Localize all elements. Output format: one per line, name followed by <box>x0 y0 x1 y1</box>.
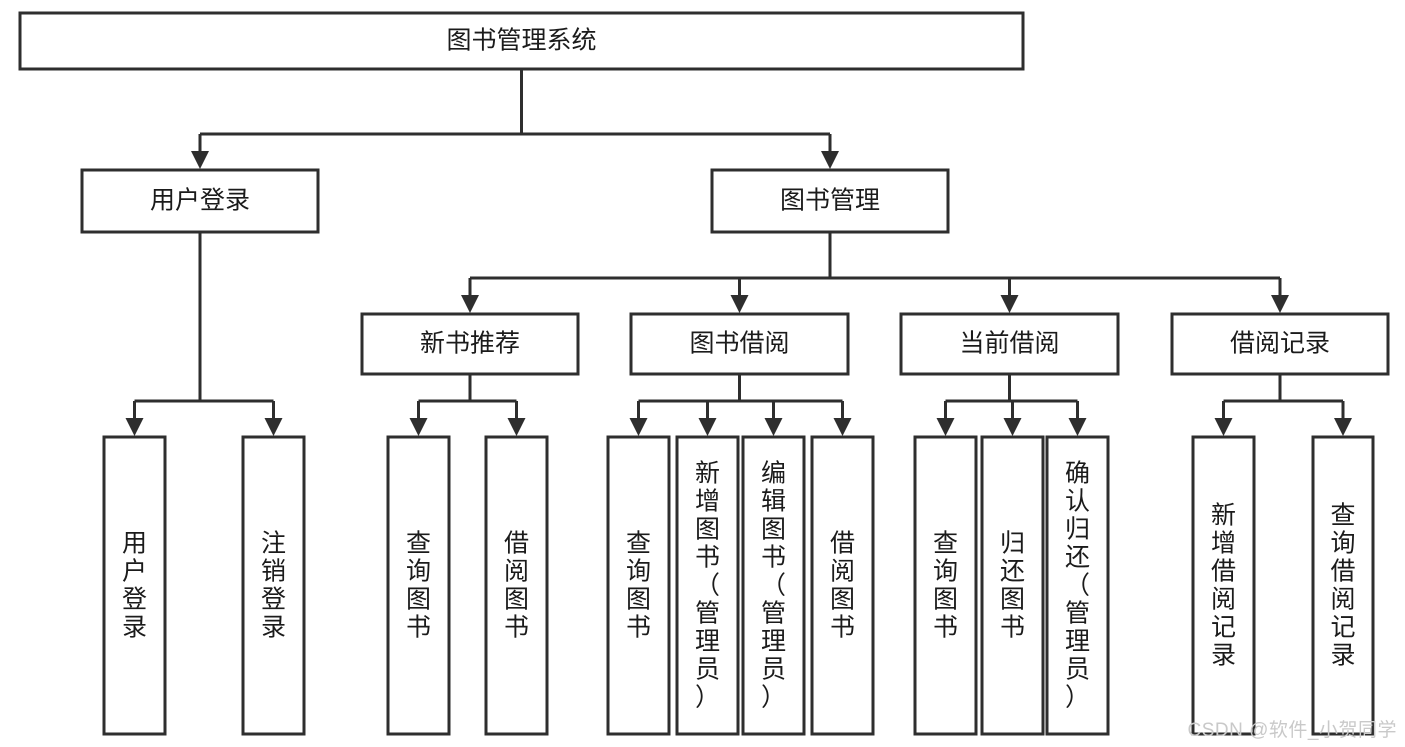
node-label-new-book-recommend: 新书推荐 <box>420 330 520 358</box>
node-label-leaf-borrow-book-1: 借阅图书 <box>504 529 529 641</box>
arrow-head-edge-borrowrecord-to-leaves-0 <box>1214 418 1233 436</box>
arrow-head-edge-userlogin-to-leaves-0 <box>125 418 144 436</box>
node-box-leaf-add-record <box>1191 435 1256 736</box>
node-label-root: 图书管理系统 <box>446 27 596 55</box>
arrow-head-edge-newbook-to-leaves-0 <box>409 418 428 436</box>
node-label-leaf-borrow-book-2: 借阅图书 <box>830 529 855 641</box>
node-box-leaf-return-book <box>980 435 1045 736</box>
arrow-head-edge-root-to-level2-0 <box>191 151 209 169</box>
node-box-leaf-edit-book <box>741 435 806 736</box>
node-new-book-recommend[interactable]: 新书推荐 <box>360 312 580 376</box>
node-box-leaf-user-login <box>102 435 167 736</box>
node-leaf-query-record[interactable]: 查询借阅记录 <box>1311 435 1375 736</box>
node-leaf-query-book-2[interactable]: 查询图书 <box>606 435 671 736</box>
node-leaf-add-record[interactable]: 新增借阅记录 <box>1191 435 1256 736</box>
node-label-user-login: 用户登录 <box>150 187 250 215</box>
arrow-head-edge-bookmanage-to-level3-2 <box>1000 295 1019 313</box>
node-leaf-logout[interactable]: 注销登录 <box>241 435 306 736</box>
node-box-leaf-query-book-2 <box>606 435 671 736</box>
node-box-root <box>18 11 1025 71</box>
node-label-leaf-query-book-2: 查询图书 <box>626 529 651 641</box>
node-box-new-book-recommend <box>360 312 580 376</box>
arrow-head-edge-bookborrow-to-leaves-2 <box>764 418 783 436</box>
arrow-head-edge-bookborrow-to-leaves-0 <box>629 418 648 436</box>
node-box-leaf-logout <box>241 435 306 736</box>
edge-edge-bookborrow-to-leaves <box>629 374 852 436</box>
node-box-book-borrow <box>629 312 850 376</box>
edge-edge-userlogin-to-leaves <box>125 232 283 436</box>
node-box-leaf-query-book-3 <box>913 435 978 736</box>
node-current-borrow[interactable]: 当前借阅 <box>899 312 1120 376</box>
node-label-leaf-query-book-3: 查询图书 <box>933 529 958 641</box>
arrow-head-edge-bookborrow-to-leaves-1 <box>698 418 717 436</box>
arrow-head-edge-currentborrow-to-leaves-2 <box>1068 418 1087 436</box>
node-box-borrow-record <box>1170 312 1390 376</box>
node-leaf-query-book-1[interactable]: 查询图书 <box>386 435 451 736</box>
arrow-head-edge-newbook-to-leaves-1 <box>507 418 526 436</box>
node-box-leaf-add-book <box>675 435 740 736</box>
node-borrow-record[interactable]: 借阅记录 <box>1170 312 1390 376</box>
edges-layer <box>125 69 1352 436</box>
node-leaf-borrow-book-2[interactable]: 借阅图书 <box>810 435 875 736</box>
node-box-leaf-borrow-book-2 <box>810 435 875 736</box>
node-leaf-edit-book[interactable]: 编辑图书（管理员） <box>741 435 806 736</box>
node-label-leaf-user-login: 用户登录 <box>122 529 147 641</box>
edge-edge-root-to-level2 <box>191 69 839 169</box>
node-box-user-login <box>80 168 320 234</box>
arrow-head-edge-currentborrow-to-leaves-0 <box>936 418 955 436</box>
node-leaf-return-book[interactable]: 归还图书 <box>980 435 1045 736</box>
node-box-leaf-query-book-1 <box>386 435 451 736</box>
arrow-head-edge-bookmanage-to-level3-0 <box>461 295 479 313</box>
node-label-book-borrow: 图书借阅 <box>689 330 789 358</box>
node-box-current-borrow <box>899 312 1120 376</box>
node-label-current-borrow: 当前借阅 <box>959 330 1059 358</box>
node-root[interactable]: 图书管理系统 <box>18 11 1025 71</box>
arrow-head-edge-userlogin-to-leaves-1 <box>264 418 283 436</box>
node-leaf-query-book-3[interactable]: 查询图书 <box>913 435 978 736</box>
node-label-leaf-confirm-return: 确认归还（管理员） <box>1065 459 1090 711</box>
node-box-book-manage <box>710 168 950 234</box>
arrow-head-edge-borrowrecord-to-leaves-1 <box>1334 418 1352 436</box>
edge-edge-currentborrow-to-leaves <box>936 374 1087 436</box>
node-user-login[interactable]: 用户登录 <box>80 168 320 234</box>
node-leaf-borrow-book-1[interactable]: 借阅图书 <box>484 435 549 736</box>
node-box-leaf-query-record <box>1311 435 1375 736</box>
node-label-leaf-add-record: 新增借阅记录 <box>1211 501 1236 669</box>
node-label-leaf-logout: 注销登录 <box>261 529 286 641</box>
node-book-manage[interactable]: 图书管理 <box>710 168 950 234</box>
arrow-head-edge-bookborrow-to-leaves-3 <box>833 418 852 436</box>
edge-edge-bookmanage-to-level3 <box>461 232 1289 313</box>
node-label-borrow-record: 借阅记录 <box>1230 330 1330 358</box>
node-book-borrow[interactable]: 图书借阅 <box>629 312 850 376</box>
nodes-layer: 图书管理系统用户登录图书管理新书推荐图书借阅当前借阅借阅记录用户登录注销登录查询… <box>18 11 1390 736</box>
node-label-leaf-add-book: 新增图书（管理员） <box>695 459 720 711</box>
edge-edge-newbook-to-leaves <box>409 374 526 436</box>
arrow-head-edge-bookmanage-to-level3-3 <box>1271 295 1289 313</box>
node-label-leaf-return-book: 归还图书 <box>1000 529 1025 641</box>
node-label-book-manage: 图书管理 <box>780 187 880 215</box>
node-leaf-confirm-return[interactable]: 确认归还（管理员） <box>1045 435 1110 736</box>
node-leaf-user-login[interactable]: 用户登录 <box>102 435 167 736</box>
node-label-leaf-query-book-1: 查询图书 <box>406 529 431 641</box>
node-box-leaf-confirm-return <box>1045 435 1110 736</box>
node-label-leaf-edit-book: 编辑图书（管理员） <box>761 459 786 711</box>
arrow-head-edge-bookmanage-to-level3-1 <box>730 295 749 313</box>
node-box-leaf-borrow-book-1 <box>484 435 549 736</box>
edge-edge-borrowrecord-to-leaves <box>1214 374 1352 436</box>
node-label-leaf-query-record: 查询借阅记录 <box>1330 501 1355 669</box>
node-leaf-add-book[interactable]: 新增图书（管理员） <box>675 435 740 736</box>
arrow-head-edge-currentborrow-to-leaves-1 <box>1003 418 1022 436</box>
arrow-head-edge-root-to-level2-1 <box>821 151 839 169</box>
